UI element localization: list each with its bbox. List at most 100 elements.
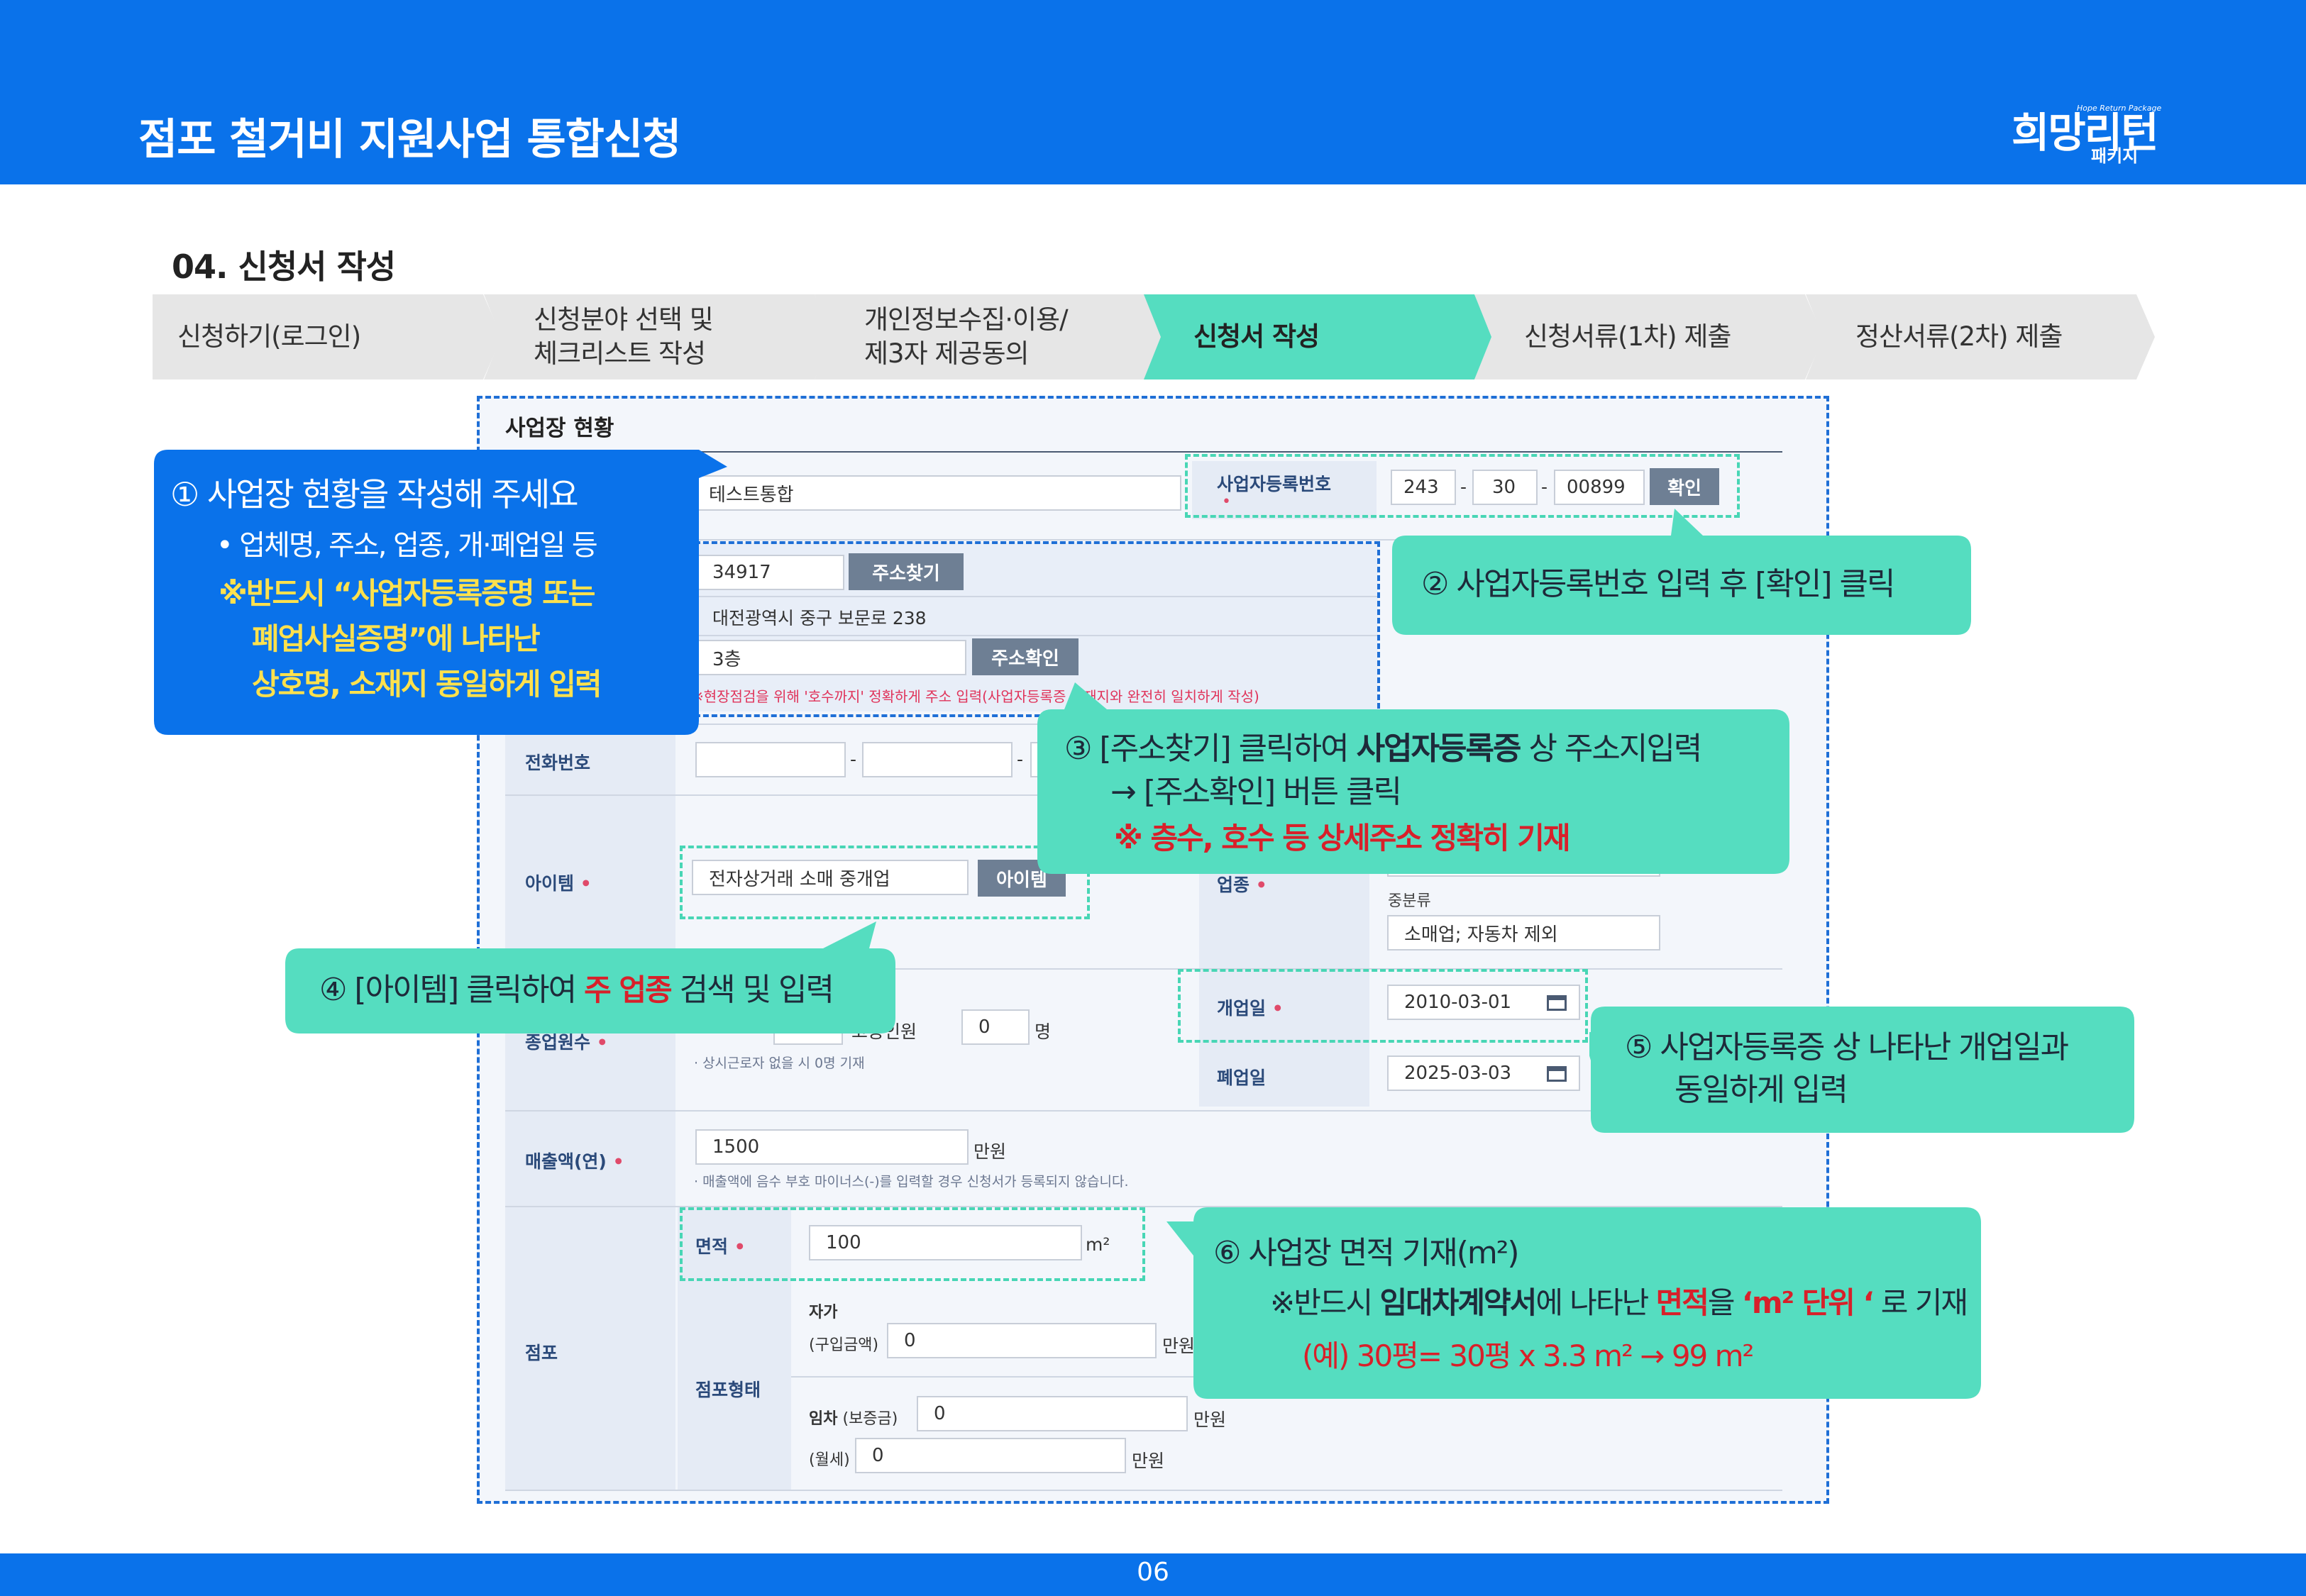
mid-category-label: 중분류 bbox=[1388, 892, 1431, 910]
logo-main: 희망리턴 bbox=[2012, 109, 2158, 157]
callout-3-line1c: 상 주소지입력 bbox=[1520, 731, 1702, 767]
callout-1-shape bbox=[154, 450, 727, 735]
divider bbox=[505, 968, 1782, 970]
industry-label-text: 업종 bbox=[1217, 875, 1250, 895]
company-name-input[interactable]: 테스트통합 bbox=[692, 475, 1181, 511]
confirm-button[interactable]: 확인 bbox=[1650, 468, 1719, 505]
callout-6-line2: ※반드시 임대차계약서에 나타난 면적을 ‘m² 단위 ‘ 로 기재 bbox=[1270, 1282, 1968, 1324]
store-type-label: 점포형태 bbox=[695, 1380, 761, 1400]
open-date-label: 개업일 • bbox=[1217, 998, 1284, 1019]
callout-6-line2b: 임대차계약서 bbox=[1379, 1285, 1537, 1320]
sales-label: 매출액(연) • bbox=[525, 1151, 624, 1172]
step-label: 개인정보수집·이용/ 제3자 제공동의 bbox=[864, 304, 1069, 369]
deposit-label: (보증금) bbox=[842, 1410, 898, 1428]
callout-2-text: ② 사업자등록번호 입력 후 [확인] 클릭 bbox=[1421, 566, 1895, 602]
callout-3-line1a: ③ [주소찾기] 클릭하여 bbox=[1064, 731, 1357, 767]
callout-3-shape bbox=[1037, 682, 1789, 874]
step-3: 개인정보수집·이용/ 제3자 제공동의 bbox=[815, 294, 1164, 379]
form-section-label: 사업장 현황 bbox=[505, 416, 614, 441]
page-number: 06 bbox=[1137, 1558, 1169, 1587]
employees-label: 종업원수 • bbox=[525, 1032, 608, 1053]
person-unit: 명 bbox=[1035, 1021, 1052, 1042]
area-input[interactable]: 100 bbox=[809, 1225, 1082, 1260]
logo-tagline: Hope Return Package bbox=[2077, 104, 2162, 113]
divider bbox=[505, 1206, 1782, 1207]
calendar-icon[interactable] bbox=[1547, 995, 1567, 1011]
own-price-input[interactable]: 0 bbox=[887, 1323, 1157, 1358]
biz-reg-label-cell bbox=[1192, 461, 1377, 519]
divider bbox=[791, 1376, 1203, 1378]
callout-5-line2: 동일하게 입력 bbox=[1675, 1072, 1848, 1108]
open-date-label-text: 개업일 bbox=[1217, 998, 1267, 1019]
callout-6-line1: ⑥ 사업장 면적 기재(m²) bbox=[1213, 1235, 1520, 1271]
close-date-label: 폐업일 bbox=[1217, 1068, 1267, 1088]
callout-3-line1b: 사업자등록증 bbox=[1356, 731, 1522, 767]
callout-2-shape bbox=[1392, 509, 1971, 635]
callout-3-line2: → [주소확인] 버튼 클릭 bbox=[1110, 774, 1402, 810]
phone-part2-input[interactable] bbox=[862, 742, 1013, 777]
step-6: 정산서류(2차) 제출 bbox=[1806, 294, 2155, 379]
highlight-item bbox=[680, 846, 1090, 919]
won-unit: 만원 bbox=[973, 1141, 1007, 1162]
monthly-label: (월세) bbox=[809, 1451, 850, 1469]
step-label: 신청서류(1차) 제출 bbox=[1524, 321, 1731, 352]
mid-category-input[interactable]: 소매업; 자동차 제외 bbox=[1387, 915, 1660, 951]
phone-label: 전화번호 bbox=[525, 753, 591, 773]
area-label-cell bbox=[680, 1213, 790, 1277]
callout-1-title: ① 사업장 현황을 작성해 주세요 bbox=[170, 475, 579, 514]
hired-input[interactable]: 0 bbox=[961, 1009, 1030, 1045]
separator: - bbox=[1017, 749, 1024, 770]
biz-reg-part1-input[interactable]: 243 bbox=[1391, 470, 1456, 505]
find-address-button[interactable]: 주소찾기 bbox=[849, 553, 964, 590]
callout-4-b: 주 업종 bbox=[584, 972, 673, 1007]
page-title: 점포 철거비 지원사업 통합신청 bbox=[138, 115, 681, 165]
step-2: 신청분야 선택 및 체크리스트 작성 bbox=[484, 294, 833, 379]
divider bbox=[681, 596, 1378, 597]
separator: - bbox=[1460, 477, 1467, 497]
callout-4-text: ④ [아이템] 클릭하여 주 업종 검색 및 입력 bbox=[319, 970, 834, 1011]
callout-6-line2c: 에 나타난 bbox=[1535, 1285, 1656, 1320]
postal-code-input[interactable]: 34917 bbox=[695, 555, 844, 590]
sales-label-text: 매출액(연) bbox=[525, 1151, 607, 1172]
highlight-open-date bbox=[1178, 969, 1588, 1043]
area-unit: m² bbox=[1086, 1234, 1110, 1255]
calendar-icon[interactable] bbox=[1547, 1066, 1567, 1082]
callout-6-line2a: ※반드시 bbox=[1270, 1285, 1380, 1320]
address-detail-input[interactable]: 3층 bbox=[695, 640, 966, 675]
callout-3-line1: ③ [주소찾기] 클릭하여 사업자등록증 상 주소지입력 bbox=[1064, 728, 1702, 770]
biz-reg-label: 사업자등록번호 bbox=[1217, 474, 1332, 494]
step-4: 신청서 작성 bbox=[1144, 294, 1493, 379]
callout-6-line2d: 면적 bbox=[1655, 1285, 1709, 1320]
sales-note: · 매출액에 음수 부호 마이너스(-)를 입력할 경우 신청서가 등록되지 않… bbox=[694, 1174, 1129, 1190]
won-unit: 만원 bbox=[1132, 1451, 1165, 1471]
address-note: ※현장점검을 위해 '호수까지' 정확하게 주소 입력(사업자등록증 소재지와 … bbox=[692, 688, 1259, 705]
callout-3-line3: ※ 층수, 호수 등 상세주소 정확히 기재 bbox=[1114, 821, 1570, 855]
step-5: 신청서류(1차) 제출 bbox=[1474, 294, 1824, 379]
step-1: 신청하기(로그인) bbox=[153, 294, 502, 379]
separator: - bbox=[850, 749, 857, 770]
item-label-text: 아이템 bbox=[525, 873, 575, 894]
won-unit: 만원 bbox=[1162, 1336, 1196, 1356]
section-title: 04. 신청서 작성 bbox=[172, 248, 396, 286]
divider bbox=[681, 635, 1378, 636]
callout-1-warning-2: 폐업사실증명”에 나타난 bbox=[252, 621, 541, 656]
biz-reg-part3-input[interactable]: 00899 bbox=[1554, 470, 1645, 505]
callout-1-bullet: • 업체명, 주소, 업종, 개·폐업일 등 bbox=[216, 529, 598, 562]
callout-1-warning-3: 상호명, 소재지 동일하게 입력 bbox=[252, 667, 602, 702]
highlight-area bbox=[680, 1207, 1145, 1281]
check-address-button[interactable]: 주소확인 bbox=[972, 638, 1078, 675]
deposit-input[interactable]: 0 bbox=[917, 1396, 1188, 1431]
step-label: 정산서류(2차) 제출 bbox=[1855, 321, 2063, 352]
callout-6-line2g: 로 기재 bbox=[1872, 1285, 1968, 1320]
divider bbox=[505, 539, 1782, 541]
phone-part1-input[interactable] bbox=[695, 742, 846, 777]
employees-label-text: 종업원수 bbox=[525, 1032, 591, 1053]
sales-input[interactable]: 1500 bbox=[695, 1129, 969, 1165]
monthly-input[interactable]: 0 bbox=[855, 1438, 1126, 1473]
item-input[interactable]: 전자상거래 소매 중개업 bbox=[692, 860, 969, 895]
lease-label: 임차 (보증금) bbox=[809, 1406, 898, 1429]
store-label: 점포 bbox=[525, 1343, 558, 1363]
biz-reg-part2-input[interactable]: 30 bbox=[1472, 470, 1538, 505]
separator: - bbox=[1541, 477, 1548, 497]
